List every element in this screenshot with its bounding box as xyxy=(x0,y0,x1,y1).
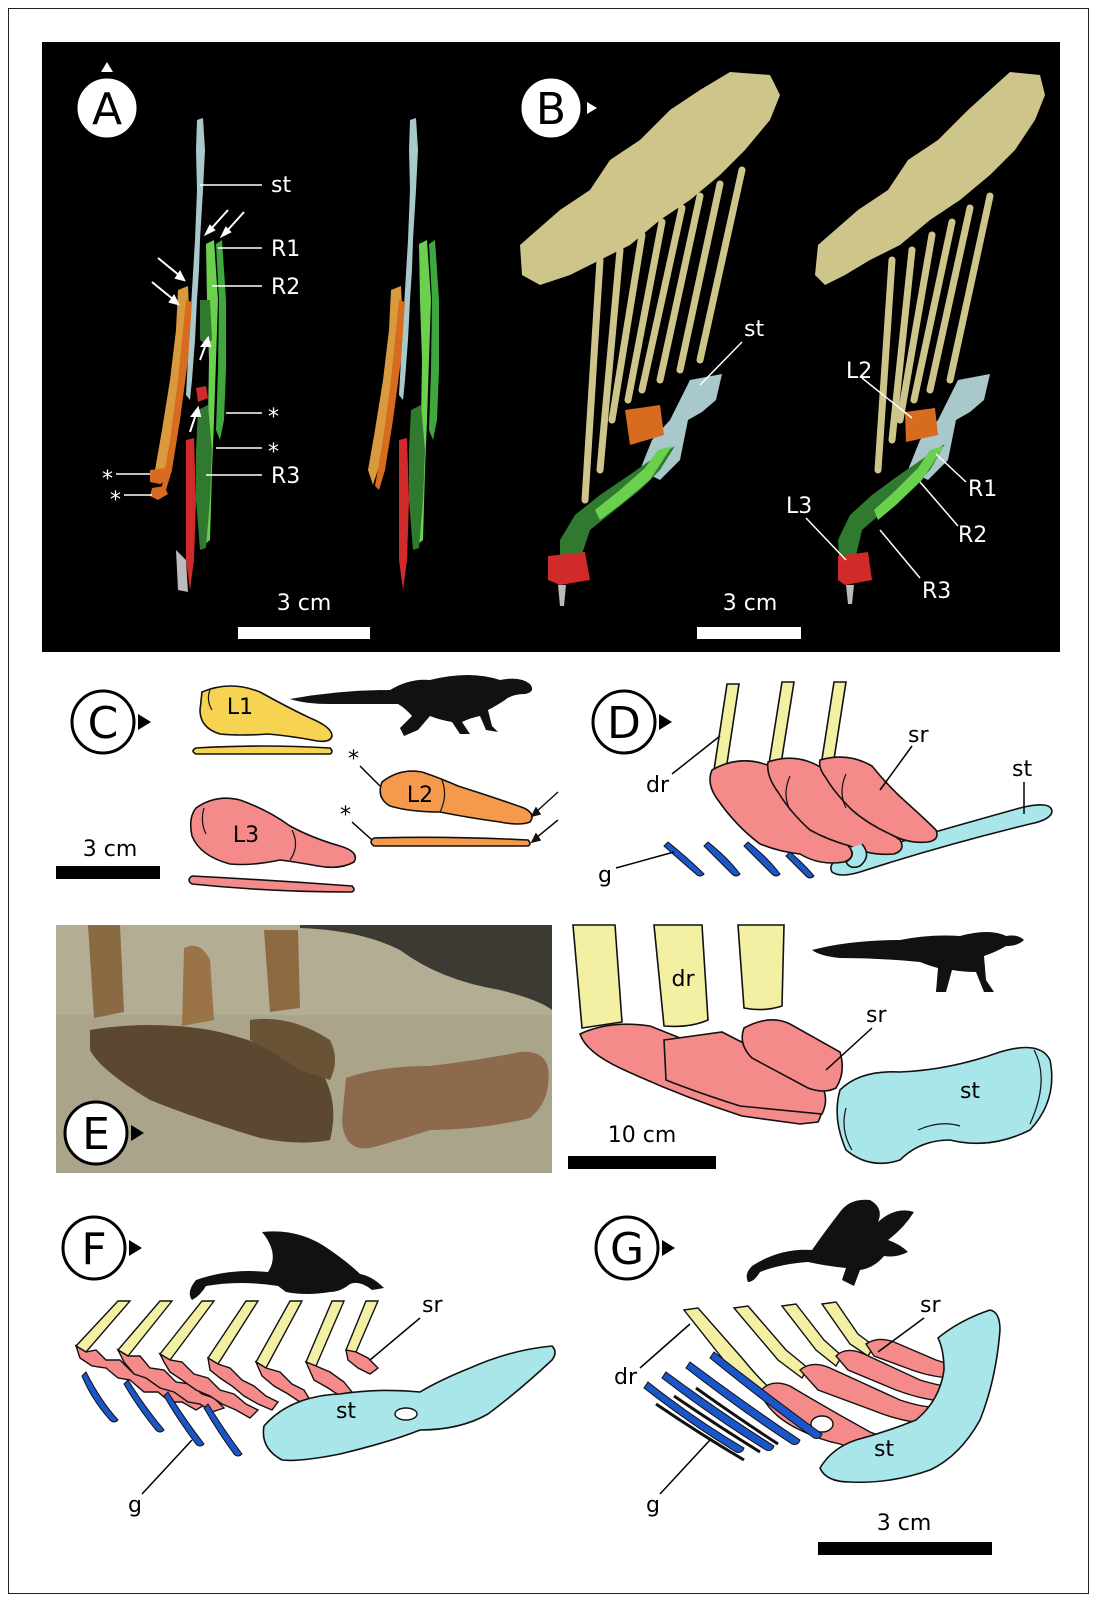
label-ast-4: * xyxy=(110,488,121,513)
label-st: st xyxy=(271,173,291,198)
label-r3: R3 xyxy=(271,464,300,489)
label-e-sr: sr xyxy=(866,1003,887,1028)
label-d-g: g xyxy=(598,863,612,888)
ornithischian-silhouette xyxy=(812,932,1024,992)
panel-e: E dr st sr 10 cm xyxy=(56,925,1052,1173)
label-b-r2: R2 xyxy=(958,523,987,548)
l2-sternal-rib xyxy=(380,771,532,824)
label-c-l1: L1 xyxy=(227,695,253,720)
label-c-l2: L2 xyxy=(407,783,433,808)
label-d-sr: sr xyxy=(908,723,929,748)
panel-c-letter: C xyxy=(88,698,119,749)
label-b-r1: R1 xyxy=(968,477,997,502)
l2-profile xyxy=(371,837,530,846)
label-e-dr: dr xyxy=(671,967,695,992)
leader-c-ast2 xyxy=(352,822,372,840)
label-ast-2: * xyxy=(268,440,279,465)
panel-e-letter: E xyxy=(82,1109,110,1160)
panel-c-scale-bar xyxy=(56,866,160,879)
panel-d-letter: D xyxy=(607,698,641,749)
dorsal-rib-1 xyxy=(714,684,739,770)
label-g-g: g xyxy=(646,1493,660,1518)
panel-e-scale-bar xyxy=(568,1156,716,1169)
label-c-ast1: * xyxy=(348,747,359,772)
fossil-dorsal-rib-1 xyxy=(88,925,124,1018)
panel-c: C L1 L2 * * L3 3 cm xyxy=(56,675,558,892)
r-frag-ct xyxy=(200,300,212,345)
label-d-st: st xyxy=(1012,757,1032,782)
leader-g-g xyxy=(660,1440,710,1494)
leader-d-dr xyxy=(672,736,720,774)
label-c-ast2: * xyxy=(340,803,351,828)
label-b-l2: L2 xyxy=(846,359,872,384)
l1-sternal-rib xyxy=(200,686,332,741)
panel-c-scale-label: 3 cm xyxy=(83,837,138,862)
panel-b-letter: B xyxy=(536,84,566,135)
dorsal-rib-e-1 xyxy=(573,925,622,1028)
leader-d-g xyxy=(616,852,674,868)
label-b-r3: R3 xyxy=(922,579,951,604)
fossil-dorsal-rib-3 xyxy=(264,930,300,1012)
label-r1: R1 xyxy=(271,237,300,262)
label-c-l3: L3 xyxy=(233,823,259,848)
leader-f-sr xyxy=(370,1318,420,1360)
l3-profile xyxy=(189,876,354,892)
panel-a-scale-label: 3 cm xyxy=(277,591,332,616)
panel-g-scale-bar xyxy=(818,1542,992,1555)
label-ast-1: * xyxy=(268,405,279,430)
dorsal-rib-2 xyxy=(768,682,794,770)
panel-g-scale-label: 3 cm xyxy=(877,1511,932,1536)
label-g-sr: sr xyxy=(920,1293,941,1318)
l1-profile xyxy=(193,746,332,754)
label-d-dr: dr xyxy=(646,773,670,798)
panel-g-letter: G xyxy=(610,1224,644,1275)
leader-g-dr xyxy=(640,1324,690,1368)
pterosaur-silhouette xyxy=(190,1231,384,1300)
bird-silhouette xyxy=(747,1200,914,1286)
view-arrow-icon xyxy=(662,1240,675,1256)
sternum-f-foramen xyxy=(395,1408,417,1420)
label-f-g: g xyxy=(128,1493,142,1518)
panel-f-letter: F xyxy=(81,1224,106,1275)
view-arrow-icon xyxy=(129,1240,142,1256)
leader-c-ast1 xyxy=(360,766,380,786)
l3-sternal-rib xyxy=(191,798,356,867)
panel-b-scale-label: 3 cm xyxy=(723,591,778,616)
panel-g: G st xyxy=(596,1200,1000,1555)
label-f-sr: sr xyxy=(422,1293,443,1318)
label-g-dr: dr xyxy=(614,1365,638,1390)
panel-c-arrows xyxy=(532,792,558,842)
label-b-st: st xyxy=(744,317,764,342)
dorsal-rib-e-3 xyxy=(738,925,784,1010)
panel-f: F st xyxy=(63,1217,555,1518)
leader-f-g xyxy=(142,1440,192,1494)
label-r2: R2 xyxy=(271,275,300,300)
sternum-e xyxy=(837,1048,1052,1164)
view-arrow-icon xyxy=(138,714,151,730)
panel-e-scale-label: 10 cm xyxy=(608,1123,677,1148)
view-arrow-icon xyxy=(659,714,672,730)
gastralium-1 xyxy=(664,842,704,876)
l3-ct-b xyxy=(548,552,590,585)
panel-d: D dr sr st g xyxy=(593,682,1052,888)
panel-a-scale-bar xyxy=(238,627,370,639)
label-b-l3: L3 xyxy=(786,494,812,519)
gastralia-g-black xyxy=(656,1388,778,1460)
gastralium-2 xyxy=(704,842,740,876)
label-f-st: st xyxy=(336,1399,356,1424)
label-e-st: st xyxy=(960,1079,980,1104)
panel-a-letter: A xyxy=(92,84,122,135)
leader-d-sr xyxy=(880,746,912,790)
label-g-st: st xyxy=(874,1437,894,1462)
panel-b-scale-bar xyxy=(697,627,801,639)
